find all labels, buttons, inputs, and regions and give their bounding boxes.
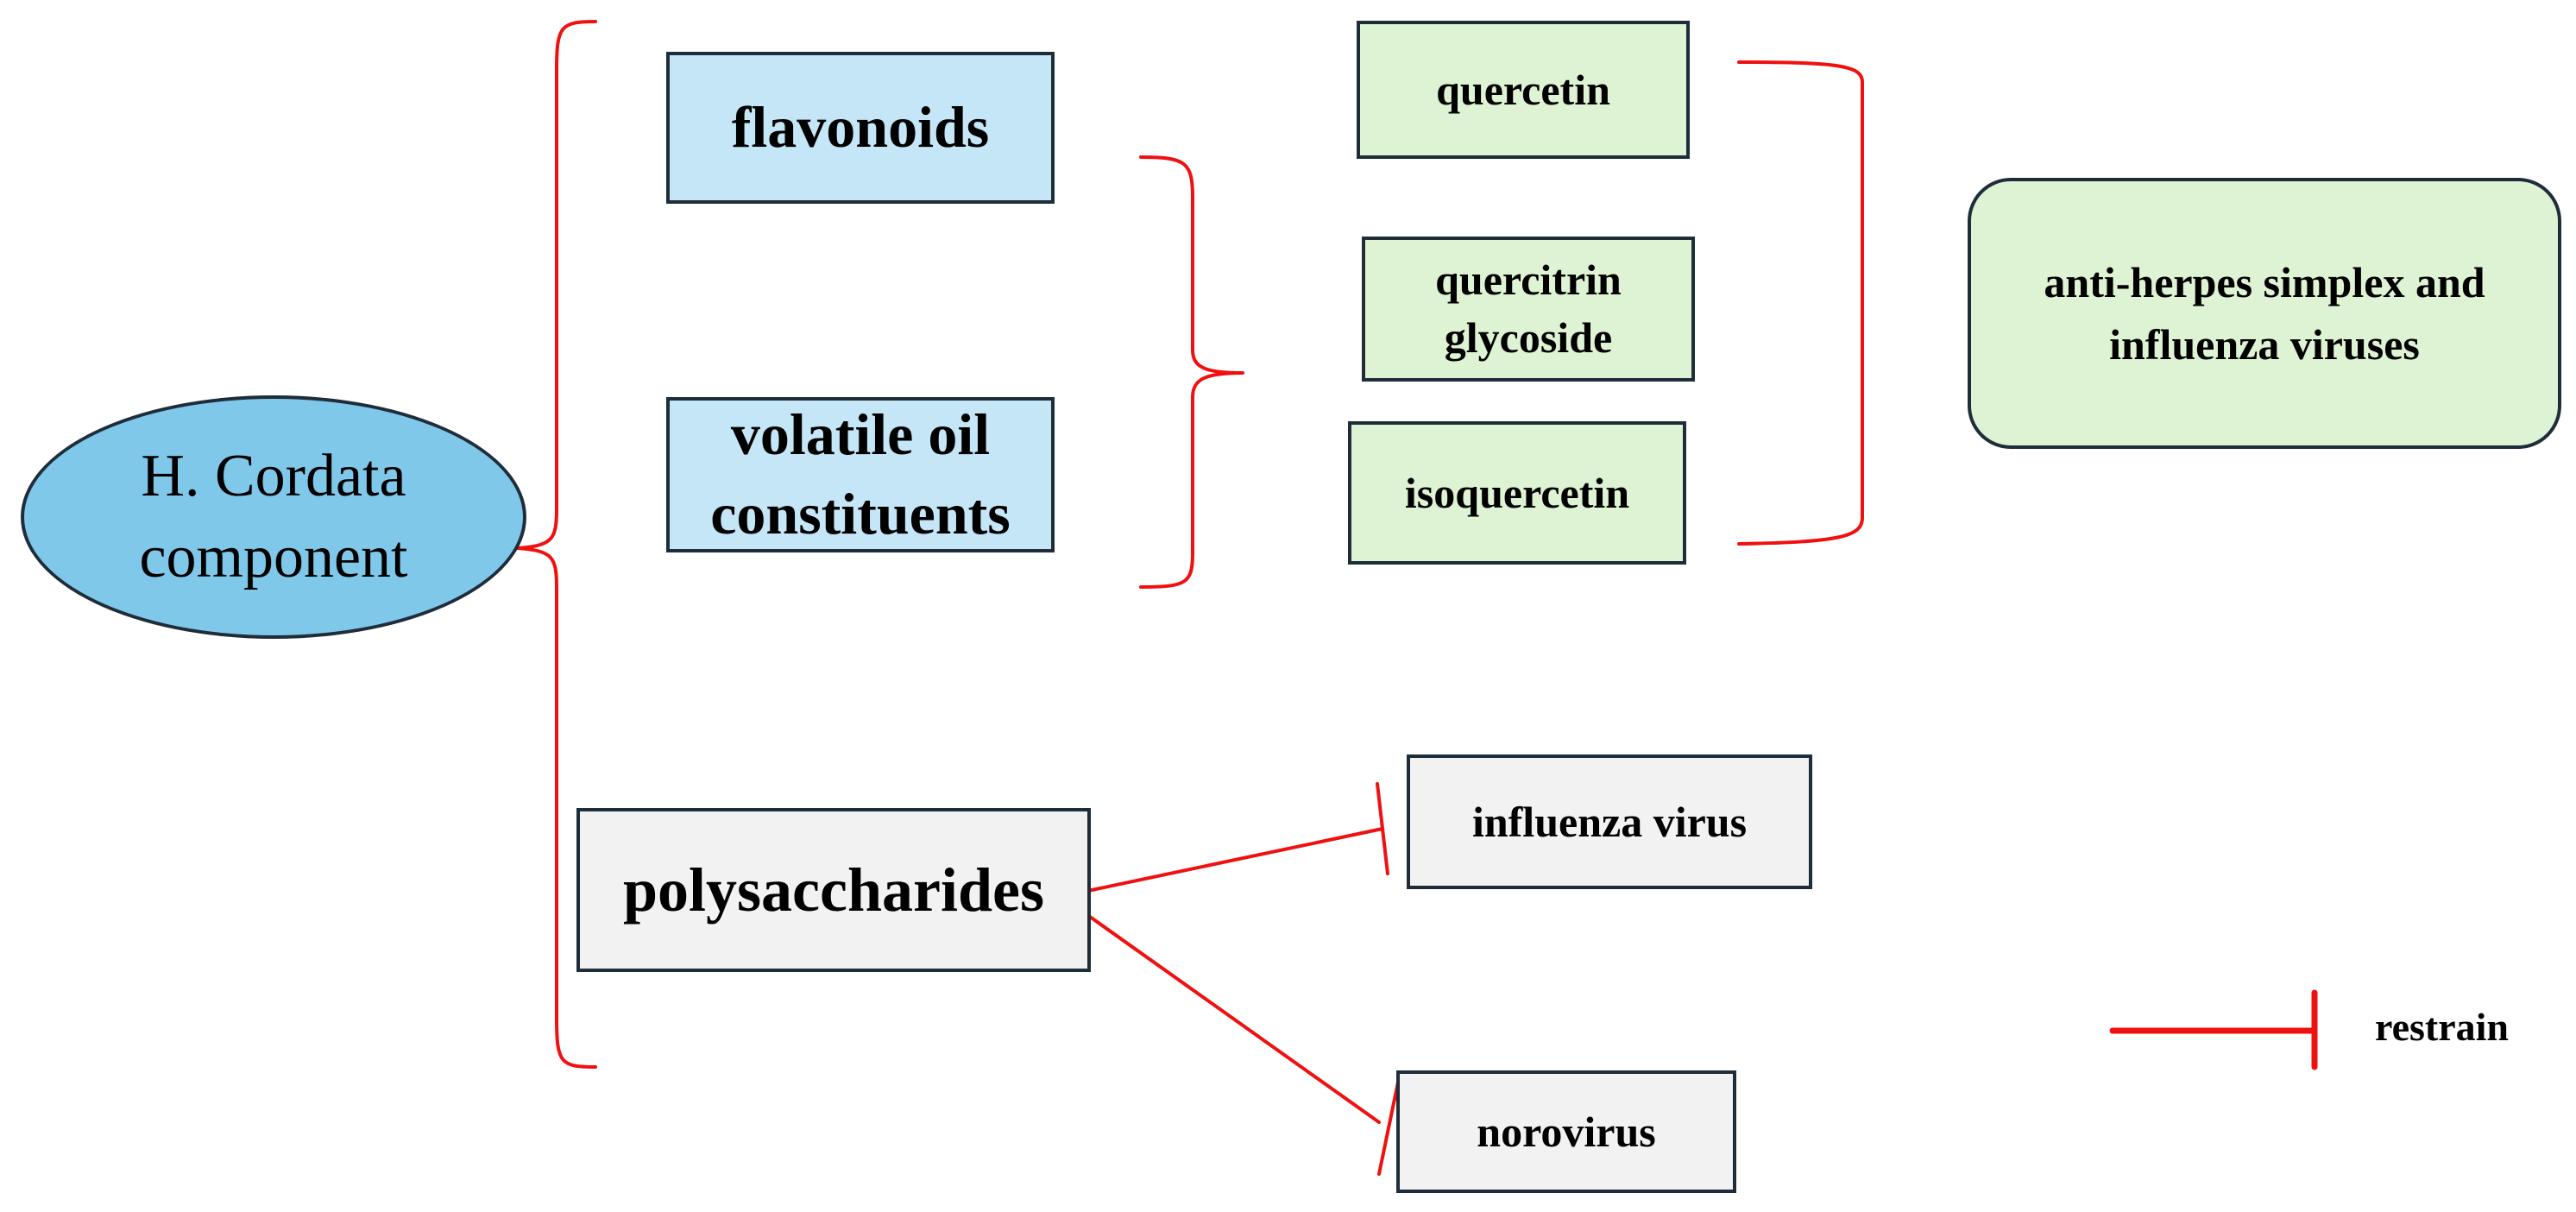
flavonoids-label: flavonoids — [731, 94, 990, 161]
norovirus-node: norovirus — [1396, 1070, 1736, 1193]
restrain-bar-influenza — [1376, 782, 1389, 875]
influenza-virus-label: influenza virus — [1471, 798, 1748, 846]
quercitrin-label-line1: quercitrin — [1435, 255, 1622, 304]
flavonoids-node: flavonoids — [666, 52, 1055, 204]
effect-label-line2: influenza viruses — [2109, 320, 2420, 369]
root-label-line1: H. Cordata — [141, 442, 406, 509]
volatile-label-line1: volatile oil — [730, 401, 991, 468]
norovirus-label: norovirus — [1477, 1108, 1656, 1156]
volatile-label-line2: constituents — [710, 481, 1011, 546]
effect-label-line1: anti-herpes simplex and — [2044, 257, 2485, 306]
quercetin-node: quercetin — [1357, 21, 1690, 159]
h-cordata-component-node: H. Cordata component — [21, 395, 526, 639]
polysaccharides-node: polysaccharides — [576, 808, 1091, 972]
compound-brace — [1737, 60, 1864, 546]
influenza-virus-node: influenza virus — [1407, 754, 1812, 889]
anti-viral-effect-node: anti-herpes simplex and influenza viruse… — [1968, 178, 2561, 449]
isoquercetin-label: isoquercetin — [1404, 469, 1630, 517]
restrain-line-influenza — [1061, 827, 1384, 898]
flavonoid-brace — [1139, 155, 1244, 589]
isoquercetin-node: isoquercetin — [1348, 421, 1686, 565]
quercitrin-glycoside-node: quercitrin glycoside — [1362, 237, 1695, 382]
quercetin-label: quercetin — [1436, 66, 1610, 114]
restrain-line-norovirus — [1061, 896, 1381, 1124]
quercitrin-label-line2: glycoside — [1444, 313, 1613, 362]
polysaccharides-label: polysaccharides — [622, 855, 1044, 925]
volatile-oil-node: volatile oil constituents — [666, 397, 1055, 552]
root-label-line2: component — [139, 524, 408, 590]
legend-restrain-label: restrain — [2375, 1005, 2510, 1049]
